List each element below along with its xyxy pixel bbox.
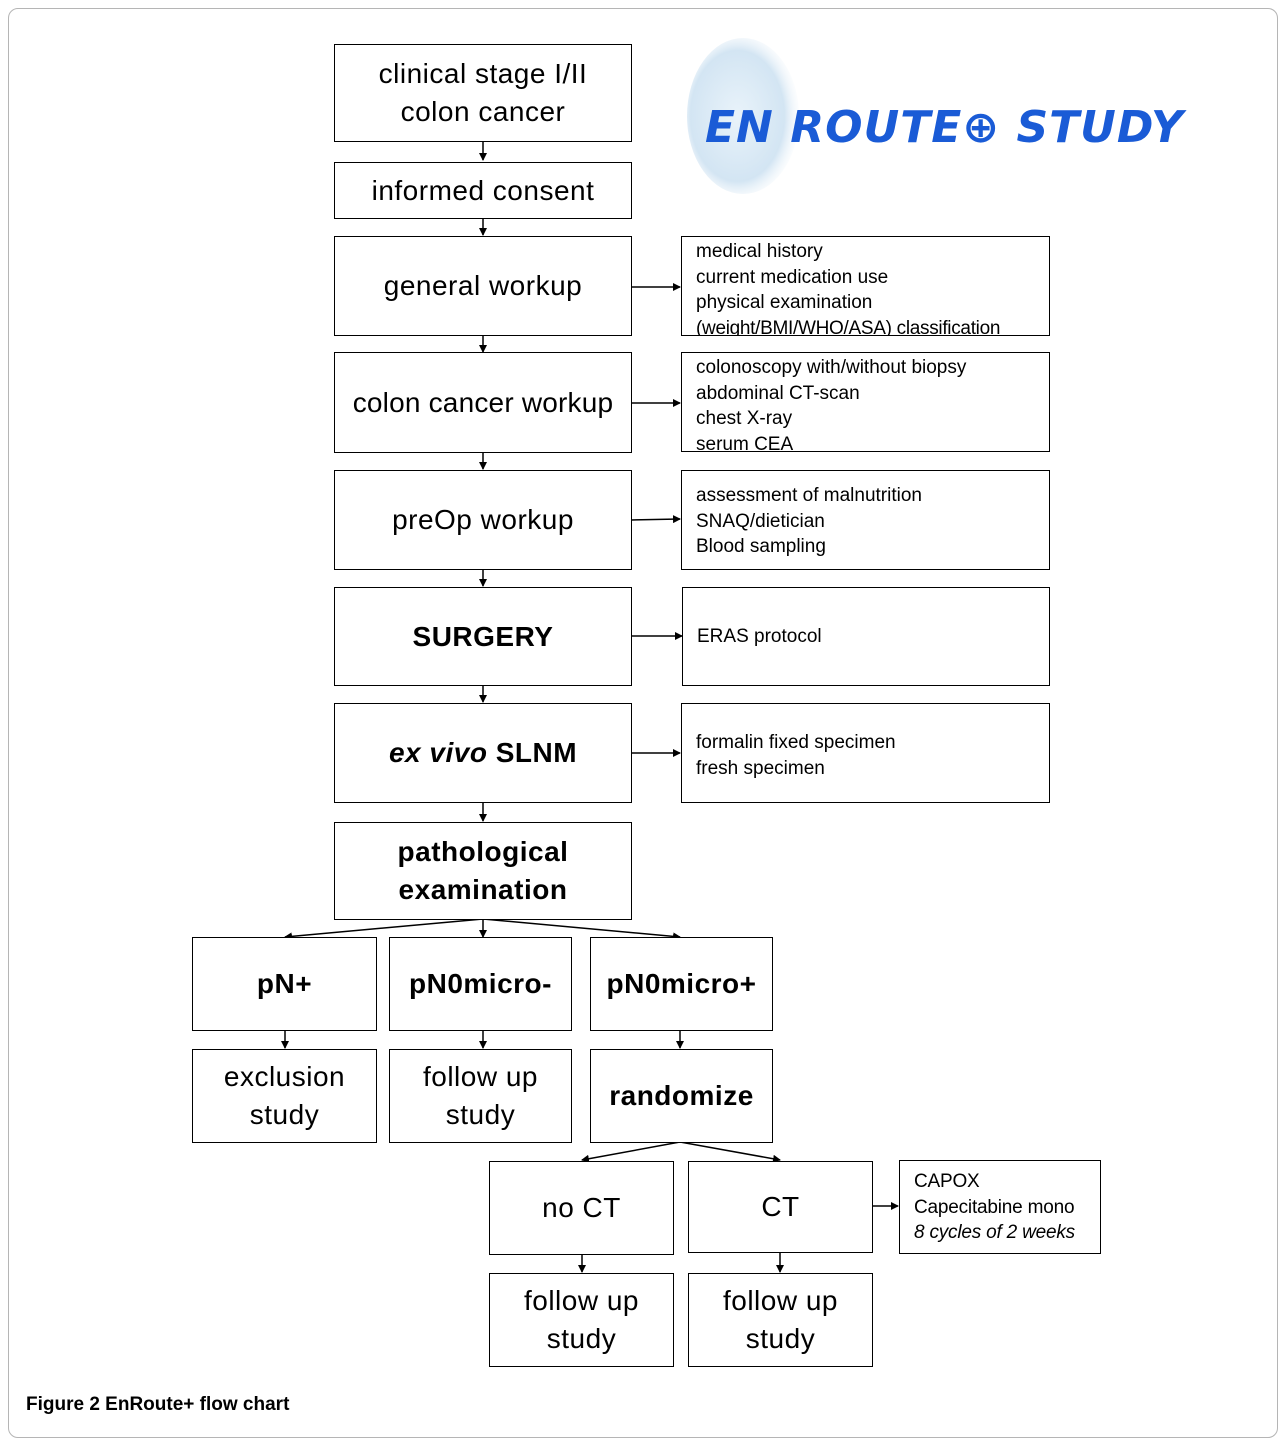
notes-colon-cancer-workup: colonoscopy with/without biopsy abdomina…	[681, 352, 1050, 452]
pn0micro-minus-label: pN0micro-	[409, 968, 552, 1000]
box-informed-consent: informed consent	[334, 162, 632, 219]
arrow-patho-pn0plus	[482, 918, 681, 941]
no-ct-label: no CT	[542, 1192, 621, 1224]
follow-up-study-3-label: follow up study	[722, 1285, 838, 1354]
note-line: SNAQ/dietician	[696, 510, 825, 532]
general-workup-label: general workup	[383, 270, 583, 302]
note-line: serum CEA	[696, 433, 794, 452]
box-follow-up-study-1: follow up study	[389, 1049, 572, 1143]
note-line: Capecitabine mono	[914, 1196, 1075, 1218]
box-pn-plus: pN+	[192, 937, 377, 1031]
note-line: (weight/BMI/WHO/ASA) classification	[696, 317, 1001, 336]
enroute-study-logo: EN ROUTE⊕ STUDY	[685, 38, 1183, 198]
note-line: Blood sampling	[696, 536, 826, 557]
box-preop-workup: preOp workup	[334, 470, 632, 570]
box-general-workup: general workup	[334, 236, 632, 336]
note-line: abdominal CT-scan	[696, 382, 860, 404]
box-ct: CT	[688, 1161, 873, 1253]
box-follow-up-study-2: follow up study	[489, 1273, 674, 1367]
box-exclusion-study: exclusion study	[192, 1049, 377, 1143]
logo-graphic	[687, 38, 799, 194]
note-line: fresh specimen	[696, 757, 825, 779]
figure-caption: Figure 2 EnRoute+ flow chart	[26, 1394, 289, 1416]
note-line: assessment of malnutrition	[696, 485, 922, 506]
note-line: physical examination	[696, 292, 873, 313]
notes-general-workup: medical history current medication use p…	[681, 236, 1050, 336]
pn-plus-label: pN+	[256, 968, 313, 1000]
follow-up-study-1-label: follow up study	[422, 1061, 538, 1130]
box-pn0micro-plus: pN0micro+	[590, 937, 773, 1031]
surgery-label: SURGERY	[412, 620, 554, 652]
arrow-randomize-ct	[679, 1141, 781, 1163]
arrow-randomize-noct	[581, 1141, 681, 1163]
box-pathological-examination: pathological examination	[334, 822, 632, 920]
box-colon-cancer-workup: colon cancer workup	[334, 352, 632, 453]
note-line: 8 cycles of 2 weeks	[914, 1222, 1075, 1243]
slnm-prefix: ex vivo	[388, 737, 488, 769]
note-line: formalin fixed specimen	[696, 732, 896, 753]
logo-text: EN ROUTE⊕ STUDY	[705, 102, 1184, 153]
preop-workup-label: preOp workup	[392, 504, 574, 536]
note-line: chest X-ray	[696, 408, 793, 429]
notes-preop-workup: assessment of malnutrition SNAQ/dieticia…	[681, 470, 1050, 570]
box-randomize: randomize	[590, 1049, 773, 1143]
notes-ct: CAPOX Capecitabine mono 8 cycles of 2 we…	[899, 1160, 1101, 1254]
box-pn0micro-minus: pN0micro-	[389, 937, 572, 1031]
note-line: medical history	[696, 241, 823, 262]
follow-up-study-2-label: follow up study	[523, 1285, 639, 1354]
note-line: colonoscopy with/without biopsy	[696, 357, 967, 378]
notes-surgery: ERAS protocol	[682, 587, 1050, 686]
clinical-stage-label: clinical stage I/II colon cancer	[378, 58, 588, 127]
box-follow-up-study-3: follow up study	[688, 1273, 873, 1367]
note-line: current medication use	[696, 266, 889, 288]
ct-label: CT	[761, 1191, 800, 1223]
slnm-suffix: SLNM	[487, 737, 578, 769]
pn0micro-plus-label: pN0micro+	[606, 968, 757, 1000]
figure-caption-text: EnRoute+ flow chart	[99, 1394, 290, 1415]
box-slnm: ex vivo SLNM	[334, 703, 632, 803]
note-line: CAPOX	[914, 1171, 980, 1192]
box-surgery: SURGERY	[334, 587, 632, 686]
pathological-examination-label: pathological examination	[397, 836, 569, 905]
exclusion-study-label: exclusion study	[223, 1061, 346, 1130]
arrow-preop-notes	[630, 515, 681, 524]
box-no-ct: no CT	[489, 1161, 674, 1255]
slnm-label: ex vivo SLNM	[389, 734, 577, 772]
notes-slnm: formalin fixed specimen fresh specimen	[681, 703, 1050, 803]
arrow-patho-pnplus	[284, 918, 484, 941]
informed-consent-label: informed consent	[371, 174, 595, 206]
colon-cancer-workup-label: colon cancer workup	[352, 386, 614, 418]
note-line: ERAS protocol	[697, 626, 822, 647]
randomize-label: randomize	[609, 1080, 754, 1112]
figure-caption-label: Figure 2	[26, 1394, 100, 1415]
box-clinical-stage: clinical stage I/II colon cancer	[334, 44, 632, 142]
